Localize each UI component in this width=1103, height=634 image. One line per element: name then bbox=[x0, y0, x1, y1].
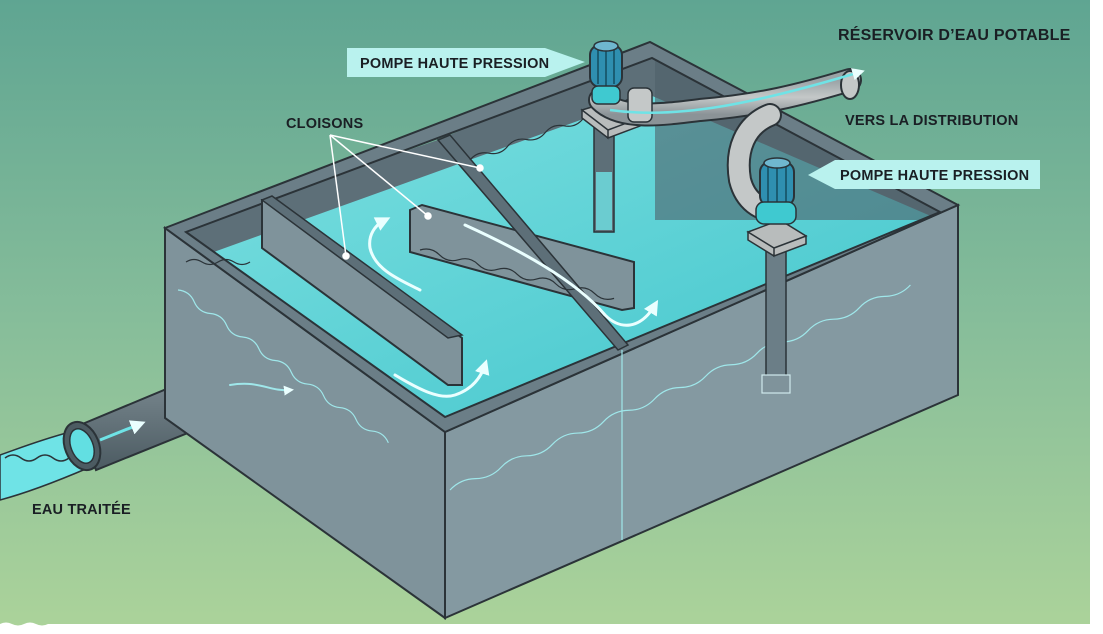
partitions-leader-lines bbox=[329, 134, 484, 260]
front-wall-water-line-right bbox=[449, 284, 911, 491]
frame-strip bbox=[1090, 0, 1103, 634]
bottom-wave-border bbox=[0, 622, 1103, 634]
suction-pipe-right bbox=[765, 239, 787, 391]
pump-top-icon bbox=[589, 40, 623, 105]
diagram-title: RÉSERVOIR D’EAU POTABLE bbox=[838, 25, 1071, 44]
label-pump-top: POMPE HAUTE PRESSION bbox=[347, 48, 585, 77]
suction-pipe-right-foot bbox=[761, 374, 791, 394]
flow-arrow-1 bbox=[229, 382, 294, 396]
label-pump-right: POMPE HAUTE PRESSION bbox=[808, 160, 1040, 189]
tank-rim bbox=[162, 40, 961, 434]
partition-walls bbox=[185, 97, 640, 386]
flow-arrow-2 bbox=[393, 359, 490, 398]
flow-arrow-3 bbox=[368, 217, 422, 292]
partition-wave-2 bbox=[419, 248, 615, 300]
label-partitions: CLOISONS bbox=[286, 116, 363, 132]
pump-right-icon bbox=[755, 157, 797, 225]
label-pump-top-text: POMPE HAUTE PRESSION bbox=[360, 56, 549, 72]
label-treated-water: EAU TRAITÉE bbox=[32, 501, 131, 518]
label-distribution: VERS LA DISTRIBUTION bbox=[845, 113, 1018, 129]
suction-pipes bbox=[593, 127, 791, 394]
partition-3 bbox=[436, 134, 630, 351]
partition-2 bbox=[409, 203, 635, 312]
inlet-water-wave bbox=[4, 454, 70, 462]
label-pump-right-text: POMPE HAUTE PRESSION bbox=[840, 168, 1029, 184]
flow-arrow-4 bbox=[463, 223, 659, 327]
distribution-pipe bbox=[588, 68, 865, 223]
suction-pipe-left-water bbox=[596, 172, 612, 230]
front-wall-water-line-left bbox=[177, 289, 389, 444]
partition-1-top bbox=[260, 195, 464, 339]
partition-wave-1 bbox=[185, 258, 251, 266]
